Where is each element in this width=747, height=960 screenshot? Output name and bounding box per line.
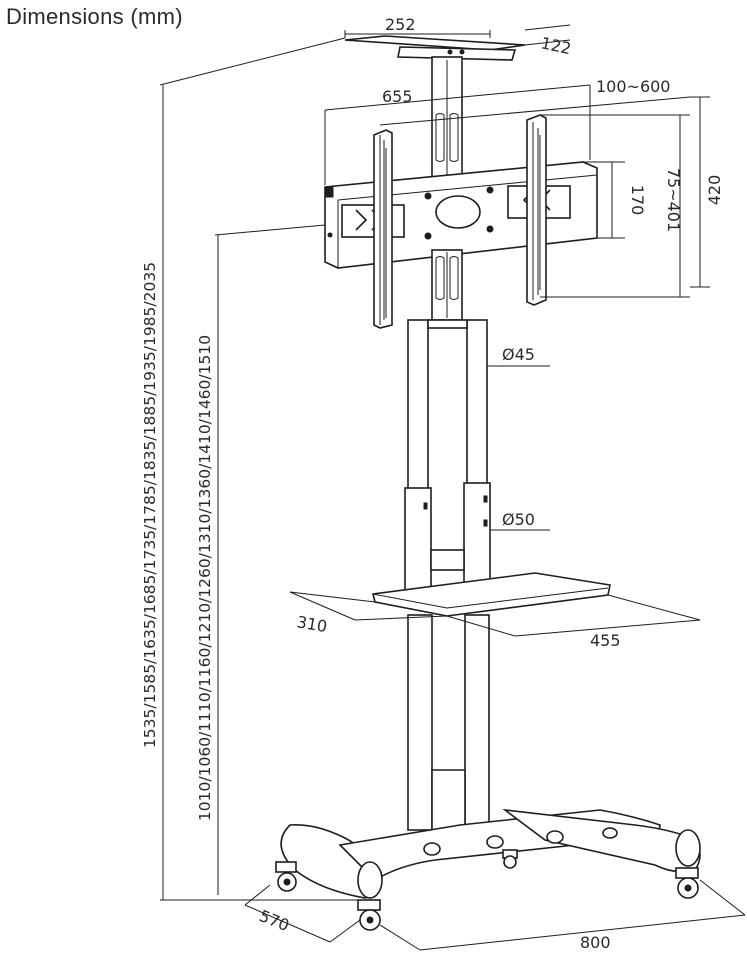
label-plate-height-inner: 170 bbox=[628, 185, 647, 216]
label-pole-upper-diameter: Ø45 bbox=[502, 345, 535, 364]
label-base-depth: 570 bbox=[257, 906, 292, 935]
stand-drawing bbox=[275, 35, 701, 931]
label-total-heights: 1535/1585/1635/1685/1735/1785/1835/1885/… bbox=[141, 262, 159, 748]
label-top-bracket-depth: 122 bbox=[539, 33, 573, 58]
dimension-lines bbox=[159, 24, 746, 951]
column-under-plate bbox=[431, 249, 463, 321]
label-pole-lower-diameter: Ø50 bbox=[502, 510, 535, 529]
diagram-title: Dimensions (mm) bbox=[6, 4, 183, 29]
caster-front-left bbox=[275, 861, 297, 892]
upper-column-top bbox=[431, 56, 463, 188]
label-plate-height-outer: 420 bbox=[705, 175, 724, 206]
caster-back bbox=[502, 849, 518, 869]
left-vesa-arm bbox=[373, 129, 393, 329]
label-bracket-width: 655 bbox=[382, 87, 413, 106]
label-vesa-horizontal: 100~600 bbox=[596, 77, 670, 96]
caster-front-center bbox=[357, 899, 381, 931]
right-vesa-arm bbox=[526, 114, 547, 306]
lower-column bbox=[407, 614, 490, 831]
stand-base bbox=[280, 808, 701, 899]
label-shelf-width: 455 bbox=[590, 631, 621, 650]
label-mount-heights: 1010/1060/1110/1160/1210/1260/1310/1360/… bbox=[196, 335, 214, 821]
caster-wheels bbox=[275, 849, 699, 931]
label-top-bracket-width: 252 bbox=[385, 15, 416, 34]
label-shelf-depth: 310 bbox=[295, 612, 328, 636]
label-base-width: 800 bbox=[580, 933, 611, 952]
upper-poles bbox=[407, 319, 488, 491]
label-vesa-vertical: 75~401 bbox=[664, 168, 683, 232]
caster-right bbox=[675, 867, 699, 899]
